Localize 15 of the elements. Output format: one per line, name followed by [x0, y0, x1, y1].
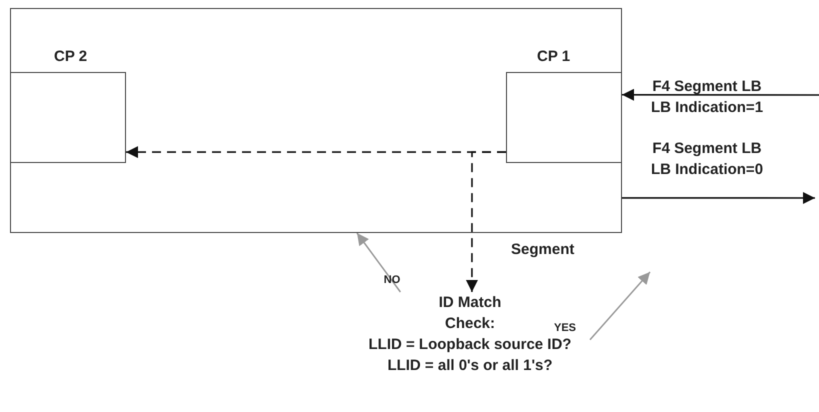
- arrow: [356, 232, 401, 292]
- check-text: LLID = Loopback source ID?: [368, 335, 572, 355]
- arrow: [589, 272, 651, 340]
- check-text: ID Match Check:: [438, 293, 502, 334]
- edge-label: YES: [552, 321, 577, 336]
- dashed-arrow: [466, 151, 506, 292]
- edge-label: F4 Segment LB LB Indication=0: [650, 139, 764, 180]
- block-heading: CP 1: [537, 48, 570, 65]
- block-heading: Segment: [511, 241, 574, 258]
- arrow: [622, 192, 815, 204]
- edge-label: F4 Segment LB LB Indication=1: [650, 77, 764, 118]
- check-text: LLID = all 0's or all 1's?: [386, 356, 554, 376]
- block-heading: CP 2: [54, 48, 88, 65]
- edge-label: NO: [382, 273, 402, 288]
- arrow: [622, 88, 819, 101]
